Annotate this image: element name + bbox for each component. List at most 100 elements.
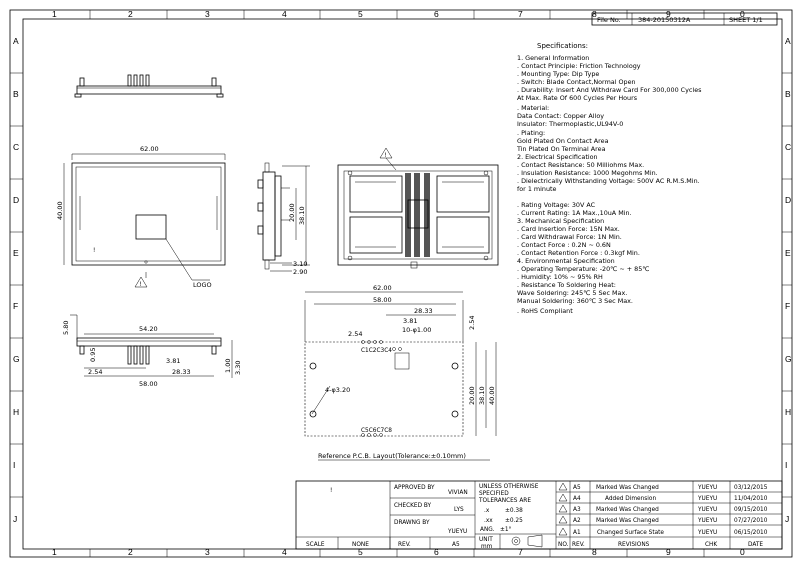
pcb-height-3: 40.00 bbox=[488, 386, 496, 405]
revision-no: A2 bbox=[573, 518, 581, 524]
spec-line-30: Manual Soldering: 360℃ 3 Sec Max. bbox=[517, 297, 633, 305]
top-view-width: 62.00 bbox=[140, 145, 159, 153]
spec-line-10: Gold Plated On Contact Area bbox=[517, 137, 609, 145]
spec-line-2: . Mounting Type: Dip Type bbox=[517, 70, 599, 78]
spec-line-1: . Contact Principle: Friction Technology bbox=[517, 62, 641, 70]
zone-col-6: 6 bbox=[434, 9, 439, 19]
revision-triangle-icon bbox=[558, 482, 568, 491]
spec-line-21: . Card Insertion Force: 15N Max. bbox=[517, 225, 620, 233]
revision-date: 06/15/2010 bbox=[734, 530, 768, 536]
spec-line-15: . Dielectrically Withstanding Voltage: 5… bbox=[517, 177, 700, 185]
zone-col-9: 9 bbox=[666, 9, 671, 19]
spec-line-25: 4. Environmental Specification bbox=[517, 257, 615, 265]
zone-col-4-bottom: 4 bbox=[282, 547, 287, 557]
projection-symbol-icon bbox=[511, 534, 543, 548]
pcb-width-2: 58.00 bbox=[373, 296, 392, 304]
revision-chk: YUEYU bbox=[697, 485, 717, 491]
front-dim-1: 5.80 bbox=[62, 321, 70, 335]
specifications-heading: Specifications: bbox=[537, 42, 588, 50]
pcb-height-2: 38.10 bbox=[478, 386, 486, 405]
side-dim-4: 2.90 bbox=[293, 268, 307, 276]
spec-line-7: Data Contact: Copper Alloy bbox=[517, 112, 604, 120]
front-dim-8: 1.00 bbox=[224, 359, 232, 373]
rev-label: REV. bbox=[398, 542, 411, 548]
unit-value: mm bbox=[481, 544, 493, 550]
revision-no: A1 bbox=[573, 530, 581, 536]
warning-mark-2: ! bbox=[385, 153, 387, 159]
revision-chk: YUEYU bbox=[697, 518, 717, 524]
revision-desc: Changed Surface State bbox=[597, 530, 664, 536]
spec-line-29: Wave Soldering: 245℃ 5 Sec Max. bbox=[517, 289, 627, 297]
revision-chk: YUEYU bbox=[697, 496, 717, 502]
revision-row: A2 Marked Was Changed YUEYU 07/27/2010 bbox=[558, 515, 768, 524]
zone-row-j: J bbox=[13, 514, 17, 524]
front-dim-3: 0.95 bbox=[89, 348, 97, 362]
spec-line-27: . Humidity: 10% ~ 95% RH bbox=[517, 273, 603, 281]
pcb-holes: 4-φ3.20 bbox=[325, 386, 350, 394]
zone-col-7: 7 bbox=[518, 9, 523, 19]
revision-row: A1 Changed Surface State YUEYU 06/15/201… bbox=[558, 527, 768, 536]
zone-row-d-right: D bbox=[785, 195, 791, 205]
header-revisions: REVISIONS bbox=[618, 542, 650, 548]
zone-row-a: A bbox=[13, 36, 19, 46]
tolerance-xx-value: ±0.25 bbox=[505, 518, 523, 524]
zone-col-5-bottom: 5 bbox=[358, 547, 363, 557]
spec-line-23: . Contact Force : 0.2N ~ 0.6N bbox=[517, 241, 611, 249]
revision-no: A3 bbox=[573, 507, 581, 513]
revision-triangle-icon bbox=[558, 515, 568, 524]
checked-by-name: LYS bbox=[454, 507, 464, 513]
spec-line-8: Insulator: Thermoplastic,UL94V-0 bbox=[517, 120, 623, 128]
revision-date: 09/15/2010 bbox=[734, 507, 768, 513]
revision-row: A3 Marked Was Changed YUEYU 09/15/2010 bbox=[558, 504, 768, 513]
front-dim-7: 58.00 bbox=[139, 380, 158, 388]
pcb-layout: 62.00 58.00 28.33 3.81 10-φ1.00 2.54 2.5… bbox=[304, 284, 497, 461]
scale-value: NONE bbox=[352, 542, 369, 548]
zone-row-g-right: G bbox=[785, 354, 792, 364]
revision-desc: Marked Was Changed bbox=[596, 485, 659, 491]
header-date: DATE bbox=[748, 542, 763, 548]
zone-row-e-right: E bbox=[785, 248, 791, 258]
zone-col-8-bottom: 8 bbox=[592, 547, 597, 557]
warning-mark: ! bbox=[140, 282, 142, 288]
file-no-value: 384-20150312A bbox=[638, 16, 691, 24]
sheet-number: SHEET 1/1 bbox=[729, 16, 763, 24]
tolerance-ang-label: ANG. bbox=[480, 527, 495, 533]
zone-row-i-right: I bbox=[785, 460, 787, 470]
zone-row-f-right: F bbox=[785, 301, 790, 311]
revision-chk: YUEYU bbox=[697, 530, 717, 536]
spec-line-13: . Contact Resistance: 50 Milliohms Max. bbox=[517, 161, 644, 169]
edge-view-top bbox=[74, 74, 224, 98]
top-view: 62.00 40.00 ! LOGO ! bbox=[56, 145, 226, 289]
side-view: 20.00 38.10 3.10 2.90 bbox=[257, 162, 310, 276]
zone-row-c-right: C bbox=[785, 142, 791, 152]
zone-row-i: I bbox=[13, 460, 15, 470]
approved-by-name: VIVIAN bbox=[448, 490, 468, 496]
zone-col-9-bottom: 9 bbox=[666, 547, 671, 557]
spec-line-24: . Contact Retention Force : 0.3kgf Min. bbox=[517, 249, 640, 257]
spec-line-12: 2. Electrical Specification bbox=[517, 153, 598, 161]
header-no: NO. bbox=[558, 542, 569, 548]
tolerance-x-value: ±0.38 bbox=[505, 508, 523, 514]
pcb-height-1: 20.00 bbox=[468, 386, 476, 405]
front-dim-2: 54.20 bbox=[139, 325, 158, 333]
zone-col-7-bottom: 7 bbox=[518, 547, 523, 557]
front-view: 5.80 54.20 58.00 0.95 3.81 2.54 28.33 1.… bbox=[62, 314, 242, 388]
revision-row: A5 Marked Was Changed YUEYU 03/12/2015 bbox=[558, 482, 768, 491]
revision-chk: YUEYU bbox=[697, 507, 717, 513]
title-mark: ! bbox=[330, 488, 332, 494]
spec-line-11: Tin Plated On Terminal Area bbox=[516, 145, 606, 153]
revision-no: A5 bbox=[573, 485, 581, 491]
zone-ticks bbox=[10, 10, 792, 557]
unit-label: UNIT bbox=[479, 537, 493, 543]
revision-desc: Added Dimension bbox=[605, 496, 656, 502]
zone-col-2: 2 bbox=[128, 9, 133, 19]
warning-triangle-icon bbox=[134, 276, 148, 288]
file-number-box: File No. 384-20150312A SHEET 1/1 bbox=[591, 12, 778, 26]
spec-line-22: . Card Withdrawal Force: 1N Min. bbox=[517, 233, 622, 241]
zone-labels: 1 2 3 4 5 6 7 8 9 0 1 2 3 4 5 6 7 8 9 0 … bbox=[13, 9, 792, 557]
zone-col-3: 3 bbox=[205, 9, 210, 19]
zone-row-c: C bbox=[13, 142, 19, 152]
spec-line-3: . Switch: Blade Contact,Normal Open bbox=[517, 78, 636, 86]
zone-col-5: 5 bbox=[358, 9, 363, 19]
spec-line-14: . Insulation Resistance: 1000 Megohms Mi… bbox=[517, 169, 658, 177]
